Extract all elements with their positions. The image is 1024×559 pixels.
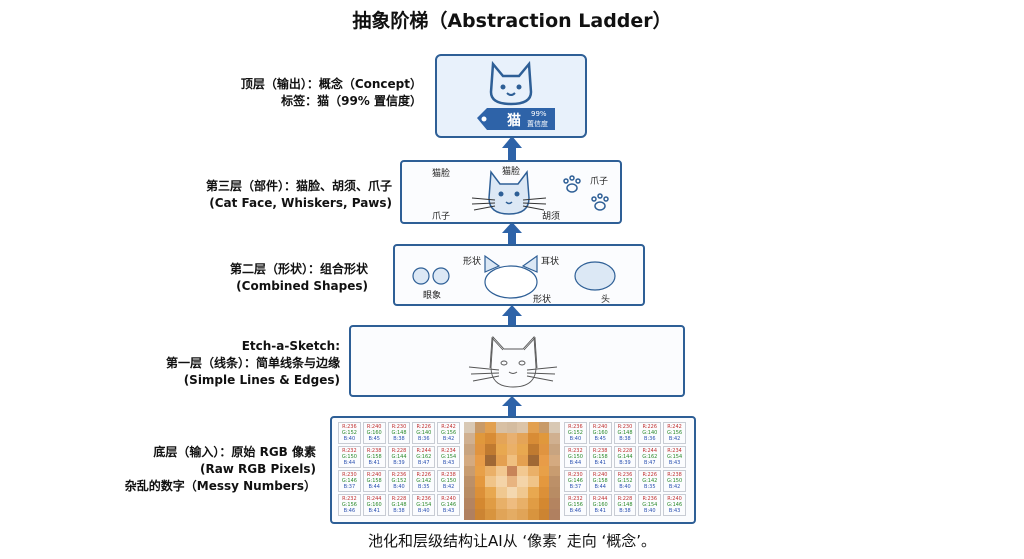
ears-label: 耳状: [541, 255, 559, 267]
paws-label-right: 爪子: [590, 176, 608, 187]
top-level-line2: 标签：猫（99% 置信度）: [281, 94, 422, 108]
shapes-box: 眼象 形状 耳状 形状 头: [393, 244, 645, 306]
arrow-up-icon: [502, 222, 522, 244]
third-level-line1: 第三层（部件）：猫脸、胡须、爪子: [205, 179, 392, 193]
bottom-level-line3: 杂乱的数字（Messy Numbers）: [124, 479, 316, 493]
lines-box: [349, 325, 685, 397]
third-level-label: 第三层（部件）：猫脸、胡须、爪子 (Cat Face, Whiskers, Pa…: [140, 178, 392, 212]
top-level-label: 顶层（输出）：概念（Concept） 标签：猫（99% 置信度）: [150, 76, 422, 110]
top-level-line1: 顶层（输出）：概念（Concept）: [240, 77, 422, 91]
first-level-label: Etch-a-Sketch: 第一层（线条）：简单线条与边缘 (Simple L…: [120, 338, 340, 389]
first-level-line1: Etch-a-Sketch:: [241, 339, 340, 353]
shape-label-a: 形状: [463, 255, 481, 267]
whiskers-label: 胡须: [542, 210, 560, 222]
tag-confidence: 置信度: [527, 119, 548, 128]
second-level-line2: (Combined Shapes): [236, 279, 368, 293]
shape-label-b: 形状: [533, 293, 551, 304]
arrow-up-icon: [502, 396, 522, 416]
tag-percent: 99%: [531, 110, 547, 118]
second-level-label: 第二层（形状）：组合形状 (Combined Shapes): [150, 261, 368, 295]
eyes-label: 眼象: [423, 289, 441, 301]
cat-parts-illustration: 猫脸 猫脸 爪子 爪子 胡须: [432, 165, 609, 222]
first-level-line3: (Simple Lines & Edges): [183, 373, 340, 387]
cat-face-label-top: 猫脸: [502, 165, 520, 177]
bottom-caption: 池化和层级结构让AI从 ‘像素’ 走向 ‘概念’。: [367, 532, 657, 550]
bottom-level-line1: 底层（输入）：原始 RGB 像素: [153, 445, 316, 459]
cat-face-label-left: 猫脸: [432, 167, 450, 179]
pixelated-cat-image: [464, 422, 560, 520]
second-level-line1: 第二层（形状）：组合形状: [229, 262, 368, 276]
paws-label-left: 爪子: [432, 211, 450, 222]
arrow-up-icon: [502, 136, 522, 162]
cat-concept-icon: 猫 99% 置信度: [477, 60, 555, 130]
bottom-level-label: 底层（输入）：原始 RGB 像素 (Raw RGB Pixels) 杂乱的数字（…: [110, 444, 316, 495]
head-label: 头: [601, 294, 610, 304]
combined-shapes-illustration: 眼象 形状 耳状 形状 头: [412, 254, 616, 304]
page-title: 抽象阶梯（Abstraction Ladder）: [352, 10, 672, 32]
bottom-level-line2: (Raw RGB Pixels): [199, 462, 316, 476]
cat-sketch-illustration: [468, 335, 558, 388]
arrow-up-icon: [502, 305, 522, 327]
parts-box: 猫脸 猫脸 爪子 爪子 胡须: [400, 160, 622, 224]
third-level-line2: (Cat Face, Whiskers, Paws): [209, 196, 392, 210]
paw-print-icon: [563, 175, 609, 211]
first-level-line2: 第一层（线条）：简单线条与边缘: [165, 356, 340, 370]
tag-main: 猫: [507, 112, 521, 129]
concept-box: 猫 99% 置信度: [435, 54, 587, 138]
